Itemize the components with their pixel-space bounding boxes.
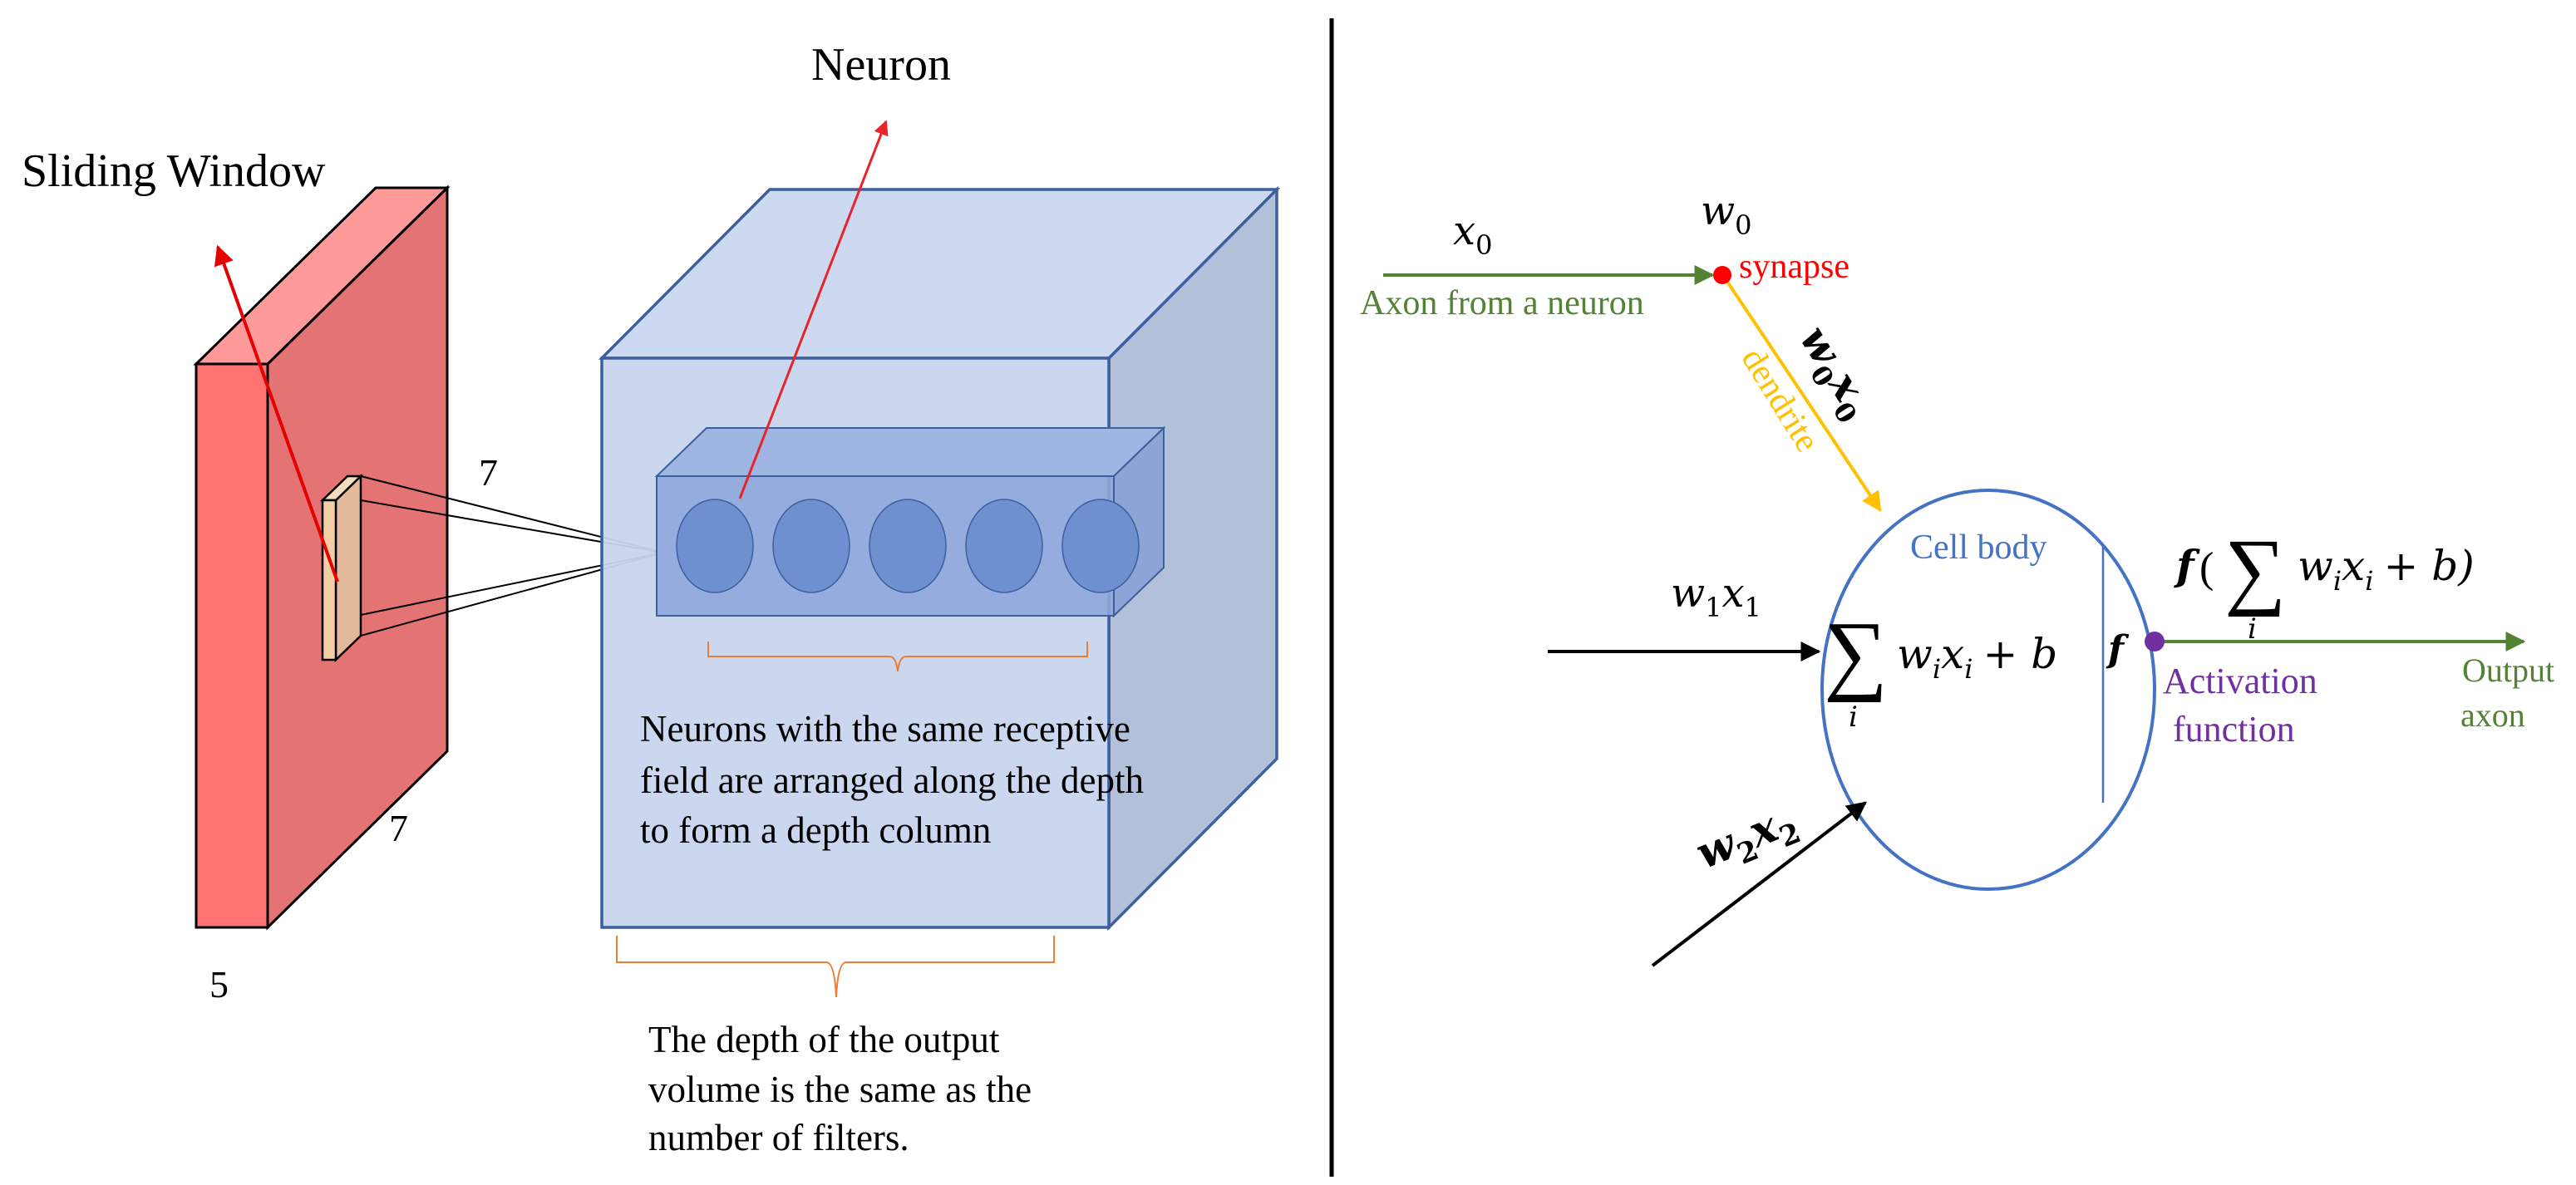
neuron-circle [676, 499, 754, 593]
filter-window-side [334, 474, 362, 662]
depth-column-note-line: to form a depth column [640, 809, 991, 851]
cell-sum-symbol: ∑ [1824, 604, 1888, 703]
cell-sum-x: x [1941, 630, 1964, 678]
sliding-window-arrow [214, 244, 339, 583]
w1x1-w-sub: 1 [1705, 592, 1721, 623]
cell-sum-x-sub: i [1964, 653, 1973, 685]
depth-column-brace [707, 642, 1088, 672]
output-tail: + b) [2383, 542, 2474, 590]
cell-sum-w-sub: i [1933, 653, 1941, 685]
output-x: x [2342, 542, 2365, 590]
neuron-label: Neuron [811, 39, 951, 91]
cell-f-symbol: f [2106, 628, 2130, 671]
cell-sum-index: i [1849, 701, 1858, 734]
x0-var: x [1453, 208, 1475, 254]
w1x1-x-sub: 1 [1745, 592, 1761, 623]
output-sum-terms: wixi + b) [2298, 542, 2475, 597]
synapse-dot [1713, 266, 1731, 284]
output-w-sub: i [2333, 565, 2342, 597]
output-f: f [2174, 541, 2200, 590]
depth-column-note-line: Neurons with the same receptive [640, 708, 1130, 750]
neuron-pointer-arrow [738, 120, 889, 499]
depth-column-note: Neurons with the same receptive field ar… [640, 708, 1153, 851]
output-axon-label-line2: axon [2460, 696, 2525, 734]
neuron-circle [869, 499, 947, 593]
output-depth-note: The depth of the output volume is the sa… [648, 1019, 1041, 1158]
neuron-group [676, 499, 1140, 593]
w1x1-w: w [1671, 570, 1705, 617]
synapse-label: synapse [1739, 248, 1849, 286]
depth-column-note-line: field are arranged along the depth [640, 760, 1144, 801]
dimension-top-label: 7 [479, 451, 498, 494]
activation-label-line2: function [2173, 709, 2295, 750]
output-depth-note-line: number of filters. [648, 1117, 909, 1158]
output-sum-symbol: ∑ [2224, 522, 2286, 617]
output-w: w [2298, 542, 2333, 590]
neuron-circle [1061, 499, 1140, 593]
depth-column-top [654, 427, 1166, 477]
output-sum-index: i [2248, 612, 2257, 646]
w0-sub: 0 [1735, 209, 1751, 241]
axon-label: Axon from a neuron [1360, 284, 1644, 322]
x0-sub: 0 [1475, 229, 1492, 261]
w1x1-label: w1x1 [1671, 570, 1761, 623]
output-depth-note-line: volume is the same as the [648, 1069, 1032, 1110]
w2x2-label: w2x2 [1689, 794, 1805, 885]
dimension-side-label: 7 [389, 807, 408, 849]
dendrite-arrow [1724, 278, 1882, 512]
sliding-window-label: Sliding Window [22, 145, 326, 197]
filter-window [319, 474, 364, 662]
cell-body-label: Cell body [1910, 529, 2047, 567]
neuron-circle [965, 499, 1043, 593]
w0-label: w0 [1701, 188, 1751, 241]
input-volume-front-face [195, 362, 269, 929]
activation-label-line1: Activation [2163, 661, 2317, 701]
output-axon-label-line1: Output [2462, 652, 2554, 689]
input-w2x2-arrow [1651, 801, 1867, 967]
x0-label: x0 [1453, 208, 1492, 261]
output-open-paren: ( [2199, 544, 2214, 592]
neuron-circle [772, 499, 850, 593]
cell-sum-tail: + b [1982, 630, 2057, 678]
w1x1-x: x [1721, 570, 1744, 617]
cell-body [1820, 489, 2156, 891]
output-depth-note-line: The depth of the output [648, 1019, 1000, 1060]
filter-window-front [321, 499, 337, 661]
output-x-sub: i [2365, 565, 2373, 597]
w0-var: w [1701, 188, 1735, 234]
output-depth-brace [616, 936, 1055, 998]
cell-sum-w: w [1897, 630, 1933, 678]
dimension-bottom-label: 5 [209, 963, 229, 1006]
cell-sum-terms: wixi + b [1897, 630, 2057, 685]
activation-dot [2145, 632, 2165, 652]
